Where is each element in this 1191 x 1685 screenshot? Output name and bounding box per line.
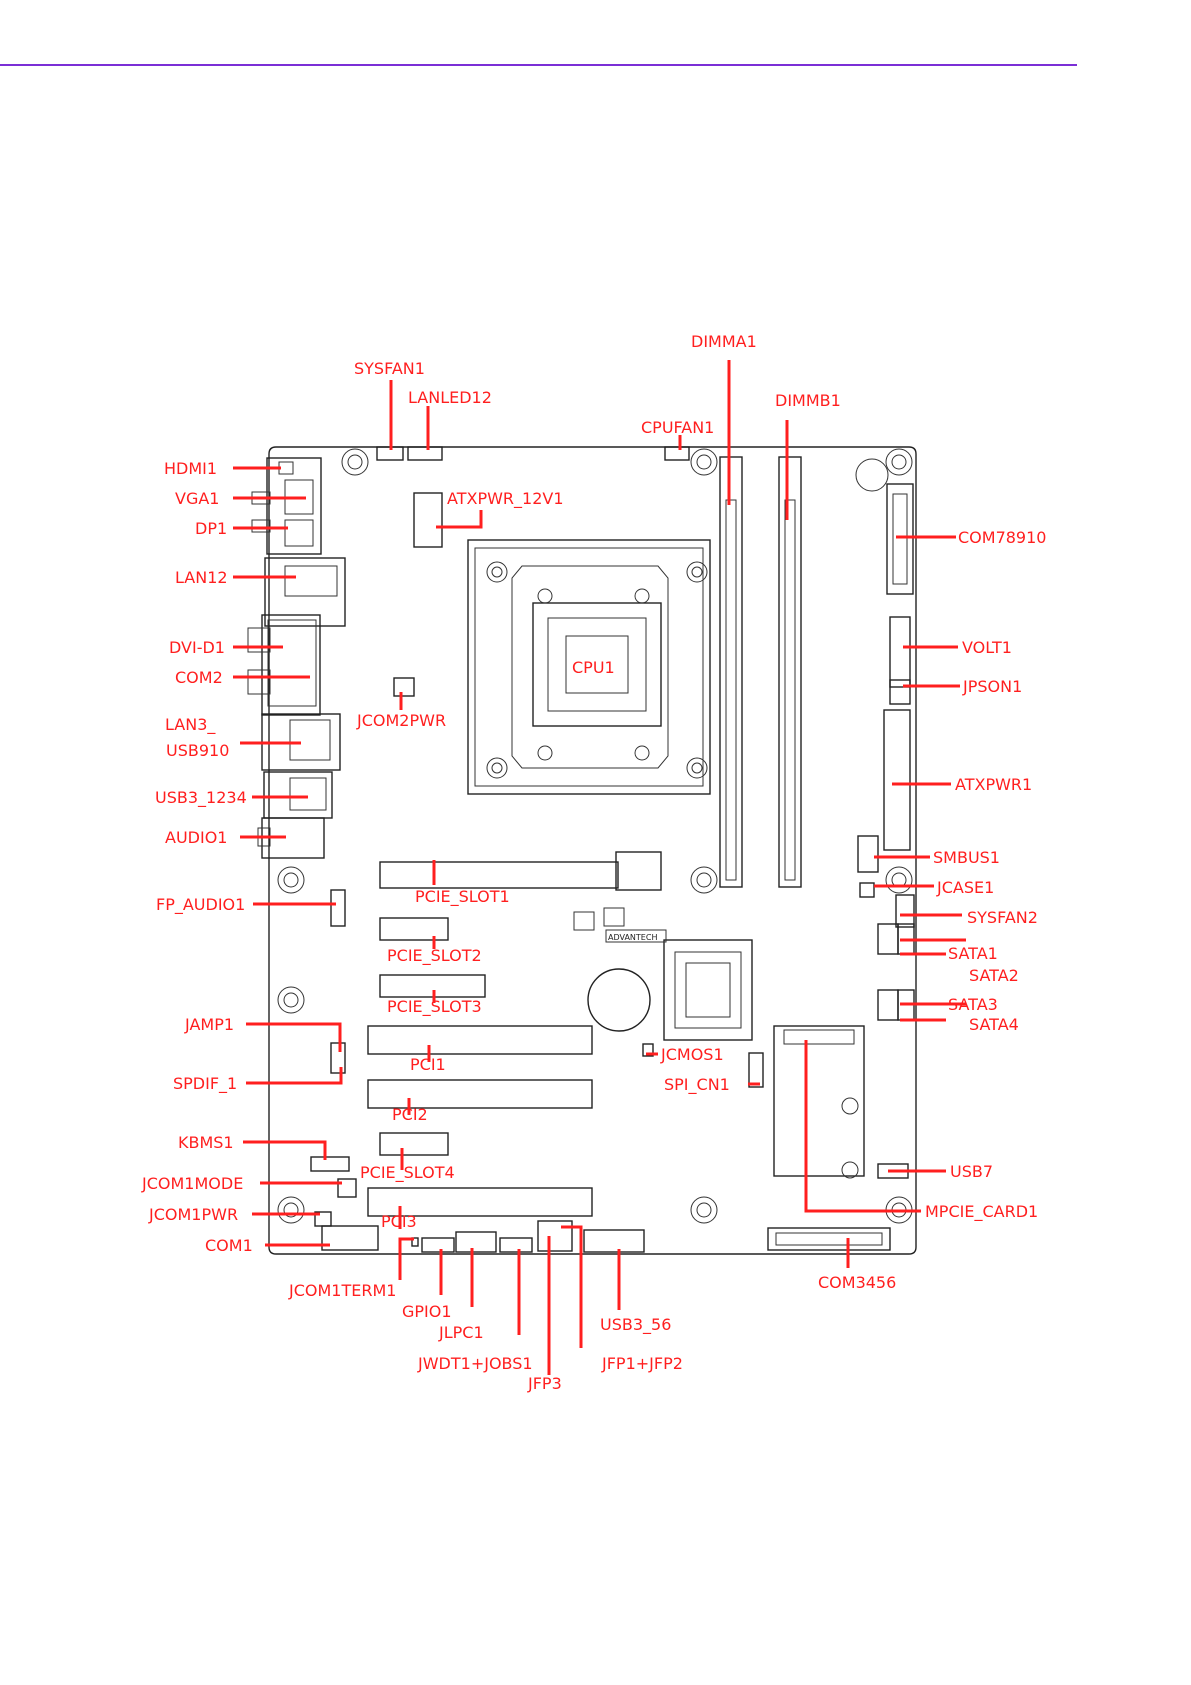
label-kbms1: KBMS1 — [178, 1133, 234, 1152]
label-lan3-line1: LAN3_ — [165, 715, 216, 735]
header-rule — [0, 64, 1077, 66]
label-audio1: AUDIO1 — [165, 828, 227, 847]
board — [268, 446, 917, 1255]
label-sata4: SATA4 — [969, 1015, 1019, 1034]
small-headers — [310, 446, 915, 1253]
label-pci1: PCI1 — [410, 1055, 446, 1074]
label-sata3: SATA3 — [948, 995, 998, 1014]
label-jpson1: JPSON1 — [962, 677, 1022, 696]
label-com3456: COM3456 — [818, 1273, 896, 1292]
label-vga1: VGA1 — [175, 489, 219, 508]
label-sata1: SATA1 — [948, 944, 998, 963]
label-atxpwr-12v1: ATXPWR_12V1 — [447, 489, 564, 509]
label-jfp3: JFP3 — [527, 1374, 562, 1393]
label-usb3-56: USB3_56 — [600, 1315, 671, 1335]
label-jamp1: JAMP1 — [184, 1015, 234, 1034]
label-jcom1term1: JCOM1TERM1 — [288, 1281, 396, 1300]
label-pcie-slot3: PCIE_SLOT3 — [387, 997, 482, 1017]
label-jcase1: JCASE1 — [936, 878, 994, 897]
label-jwdt1-jobs1: JWDT1+JOBS1 — [417, 1354, 533, 1373]
label-gpio1: GPIO1 — [402, 1302, 452, 1321]
label-mpcie-card1: MPCIE_CARD1 — [925, 1202, 1038, 1222]
label-sysfan1: SYSFAN1 — [354, 359, 425, 378]
label-pcie-slot2: PCIE_SLOT2 — [387, 946, 482, 966]
label-fp-audio1: FP_AUDIO1 — [156, 895, 245, 915]
label-pci2: PCI2 — [392, 1105, 428, 1124]
label-usb3-1234: USB3_1234 — [155, 788, 247, 808]
label-dimma1: DIMMA1 — [691, 332, 757, 351]
label-jcom2pwr: JCOM2PWR — [356, 711, 446, 730]
board-components: ADVANTECH — [573, 907, 891, 1251]
label-lan12: LAN12 — [175, 568, 228, 587]
label-cpufan1: CPUFAN1 — [641, 418, 714, 437]
label-com78910: COM78910 — [958, 528, 1046, 547]
label-jfp1-jfp2: JFP1+JFP2 — [601, 1354, 683, 1373]
label-jlpc1: JLPC1 — [438, 1323, 484, 1342]
label-lanled12: LANLED12 — [408, 388, 492, 407]
callout-leaders — [233, 360, 966, 1375]
label-spdif-1: SPDIF_1 — [173, 1074, 237, 1094]
label-lan3-line2: USB910 — [166, 741, 229, 760]
label-dimmb1: DIMMB1 — [775, 391, 841, 410]
label-spi-cn1: SPI_CN1 — [664, 1075, 730, 1095]
label-dp1: DP1 — [195, 519, 227, 538]
mounting-holes — [277, 448, 913, 1224]
label-com2: COM2 — [175, 668, 223, 687]
label-cpu1: CPU1 — [572, 658, 615, 677]
label-sysfan2: SYSFAN2 — [967, 908, 1038, 927]
label-jcmos1: JCMOS1 — [660, 1045, 724, 1064]
label-pci3: PCI3 — [381, 1212, 417, 1231]
cpu-socket — [467, 539, 711, 795]
label-pcie-slot4: PCIE_SLOT4 — [360, 1163, 455, 1183]
label-volt1: VOLT1 — [962, 638, 1012, 657]
label-smbus1: SMBUS1 — [933, 848, 1000, 867]
label-com1: COM1 — [205, 1236, 253, 1255]
vendor-logo: ADVANTECH — [608, 933, 657, 942]
dimm-slots — [719, 456, 802, 888]
expansion-slots — [367, 851, 662, 1217]
label-usb7: USB7 — [950, 1162, 993, 1181]
label-atxpwr1: ATXPWR1 — [955, 775, 1032, 794]
label-pcie-slot1: PCIE_SLOT1 — [415, 887, 510, 907]
label-dvi-d1: DVI-D1 — [169, 638, 225, 657]
label-sata2: SATA2 — [969, 966, 1019, 985]
label-hdmi1: HDMI1 — [164, 459, 217, 478]
label-jcom1mode: JCOM1MODE — [141, 1174, 243, 1193]
label-jcom1pwr: JCOM1PWR — [148, 1205, 238, 1224]
callout-labels: SYSFAN1 LANLED12 CPUFAN1 DIMMA1 DIMMB1 A… — [141, 332, 1046, 1393]
